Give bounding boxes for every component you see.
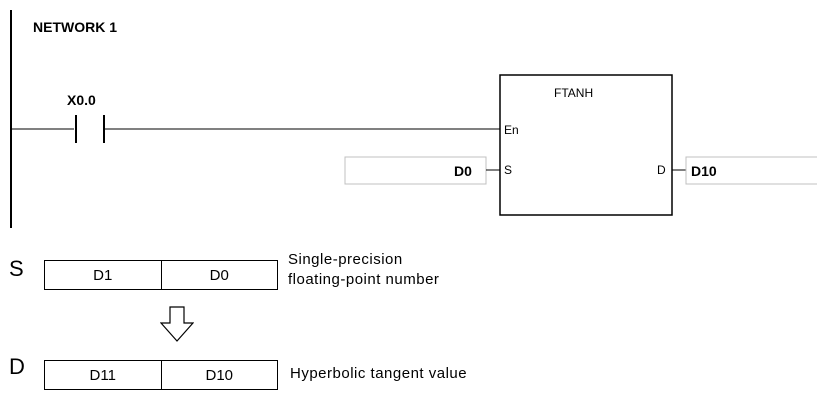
source-pin-label: S <box>504 163 512 177</box>
enable-pin-label: En <box>504 123 519 137</box>
source-operand: D0 <box>454 163 472 179</box>
dest-operand-field[interactable] <box>685 156 817 185</box>
source-description: Single-precision floating-point number <box>288 250 439 290</box>
dest-pin-label: D <box>657 163 666 177</box>
dest-low-word: D10 <box>160 361 278 389</box>
network-label: NETWORK 1 <box>33 19 117 35</box>
block-title: FTANH <box>554 86 593 100</box>
down-arrow-icon <box>160 306 194 342</box>
function-block[interactable] <box>499 74 673 216</box>
source-description-line2: floating-point number <box>288 271 440 288</box>
source-high-word: D1 <box>93 266 113 284</box>
dest-high-word: D11 <box>89 366 116 384</box>
source-description-line1: Single-precision <box>288 251 403 268</box>
dest-description: Hyperbolic tangent value <box>290 365 468 382</box>
source-register-box: D1 D0 <box>44 260 278 290</box>
contact-symbol[interactable] <box>75 115 105 143</box>
ladder-diagram: NETWORK 1 X0.0 FTANH En S D D0 D10 <box>10 10 817 228</box>
source-operand-field[interactable] <box>344 156 487 185</box>
dest-register-box: D11 D10 <box>44 360 278 390</box>
dest-operand: D10 <box>691 163 717 179</box>
source-register-label: S <box>9 256 24 281</box>
dest-register-label: D <box>9 354 25 379</box>
contact-label: X0.0 <box>67 92 96 108</box>
source-low-word: D0 <box>160 261 278 289</box>
